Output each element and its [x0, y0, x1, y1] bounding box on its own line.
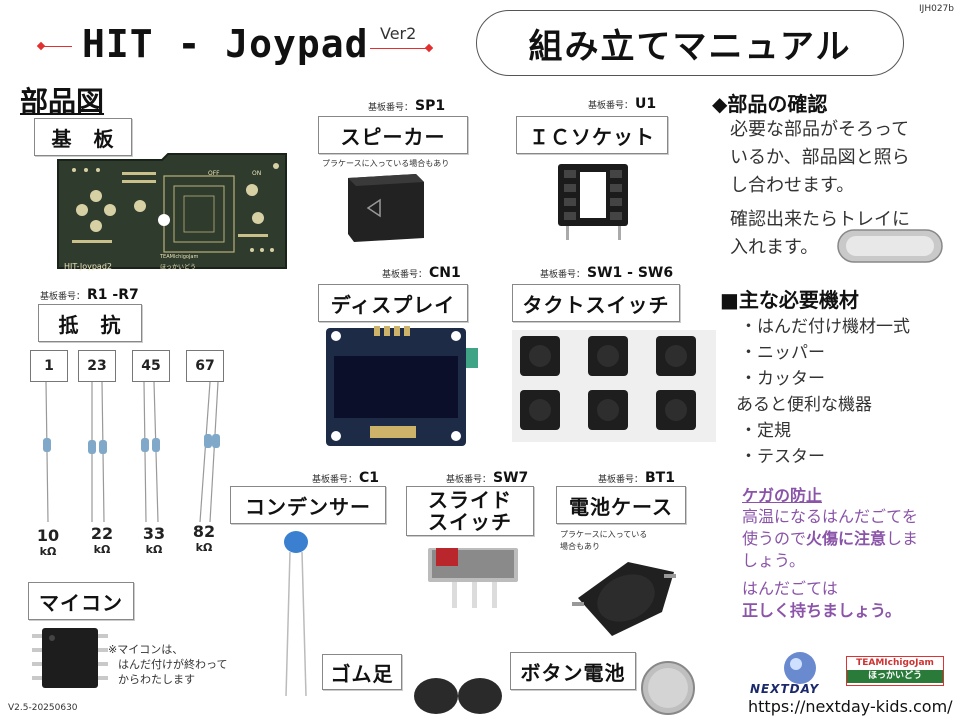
- tact-board-no: 基板番号：SW1 - SW6: [540, 265, 674, 281]
- capacitor-image: [284, 531, 308, 697]
- equipment-list: ・はんだ付け機材一式 ・ニッパー ・カッター あると便利な機器 ・定規 ・テスタ…: [736, 317, 910, 467]
- slide-image: [428, 548, 518, 608]
- manual-title: 組み立てマニュアル: [528, 26, 852, 67]
- board-silk-hokkaido: ほっかいどう: [160, 264, 197, 271]
- right-arrow-line: [370, 48, 428, 49]
- caution-heading: ケガの防止: [742, 486, 823, 505]
- board-silk-team: TEAMIchigoJam: [160, 254, 199, 260]
- board-silk-on: ON: [252, 170, 262, 177]
- board-silk-name: HIT-Joypad2: [64, 262, 112, 271]
- team-logo: TEAMIchigoJam ほっかいどう: [846, 656, 944, 686]
- nextday-logo-text: NEXTDAY: [750, 682, 820, 696]
- ic-socket-label: ＩＣソケット: [516, 116, 668, 154]
- resistor-image: [43, 382, 220, 522]
- left-arrow-line: [40, 46, 72, 47]
- button-cell-label: ボタン電池: [510, 652, 636, 690]
- battery-case-label: 電池ケース: [556, 486, 686, 524]
- speaker-image: [348, 174, 424, 242]
- board-image: [57, 153, 287, 269]
- mcu-image: [32, 628, 108, 688]
- resistor-number-1: 1: [30, 350, 68, 382]
- rubber-feet-image: [414, 678, 502, 714]
- title-area: HIT - Joypad Ver2: [36, 20, 436, 70]
- display-image: [326, 326, 478, 446]
- tray-image: [837, 229, 943, 263]
- battery-case-note: プラケースに入っている 場合もあり: [560, 530, 648, 551]
- check-heading: ◆部品の確認: [712, 92, 828, 116]
- capacitor-board-no: 基板番号：C1: [312, 470, 380, 486]
- slide-board-no: 基板番号：SW7: [446, 470, 529, 486]
- slide-label: スライド スイッチ: [406, 486, 534, 536]
- page-title: HIT - Joypad: [82, 22, 369, 66]
- display-label: ディスプレイ: [318, 284, 468, 322]
- equipment-heading: ■主な必要機材: [720, 288, 859, 312]
- board-label: 基 板: [34, 118, 132, 156]
- tact-image: [512, 330, 716, 442]
- resistor-number-3: 45: [132, 350, 170, 382]
- manual-title-box: 組み立てマニュアル: [476, 10, 904, 76]
- resistor-number-2: 23: [78, 350, 116, 382]
- speaker-note: プラケースに入っている場合もあり: [322, 159, 450, 168]
- check-text: 必要な部品がそろって いるか、部品図と照ら し合わせます。 確認出来たらトレイに…: [730, 119, 910, 258]
- tact-label: タクトスイッチ: [512, 284, 680, 322]
- rubber-feet-label: ゴム足: [322, 654, 402, 690]
- display-board-no: 基板番号：CN1: [382, 265, 461, 281]
- battery-case-board-no: 基板番号：BT1: [598, 470, 675, 486]
- capacitor-label: コンデンサー: [230, 486, 386, 524]
- caution-text: 高温になるはんだごてを 使うので火傷に注意しま しょう。 はんだごては 正しく持…: [742, 507, 919, 620]
- left-arrow-dot: [36, 41, 46, 51]
- parts-heading: 部品図: [20, 85, 105, 118]
- board-silk-off: OFF: [208, 170, 220, 177]
- ic-socket-image: [558, 164, 628, 240]
- nextday-logo-icon: [784, 652, 816, 684]
- doc-version: V2.5-20250630: [8, 703, 78, 713]
- speaker-board-no: 基板番号：SP1: [368, 98, 446, 114]
- resistor-label: 抵 抗: [38, 304, 142, 342]
- ic-socket-board-no: 基板番号：U1: [588, 96, 657, 112]
- website-url[interactable]: https://nextday-kids.com/: [748, 697, 953, 716]
- doc-id: IJH027b: [919, 4, 954, 14]
- resistor-board-no: 基板番号：R1 -R7: [40, 287, 139, 303]
- version-label: Ver2: [380, 24, 417, 43]
- battery-case-image: [572, 562, 676, 636]
- mcu-note: ※マイコンは、 はんだ付けが終わって からわたします: [108, 643, 228, 686]
- button-cell-image: [641, 661, 695, 715]
- right-arrow-dot: [424, 43, 434, 53]
- speaker-label: スピーカー: [318, 116, 468, 154]
- mcu-label: マイコン: [28, 582, 134, 620]
- resistor-number-4: 67: [186, 350, 224, 382]
